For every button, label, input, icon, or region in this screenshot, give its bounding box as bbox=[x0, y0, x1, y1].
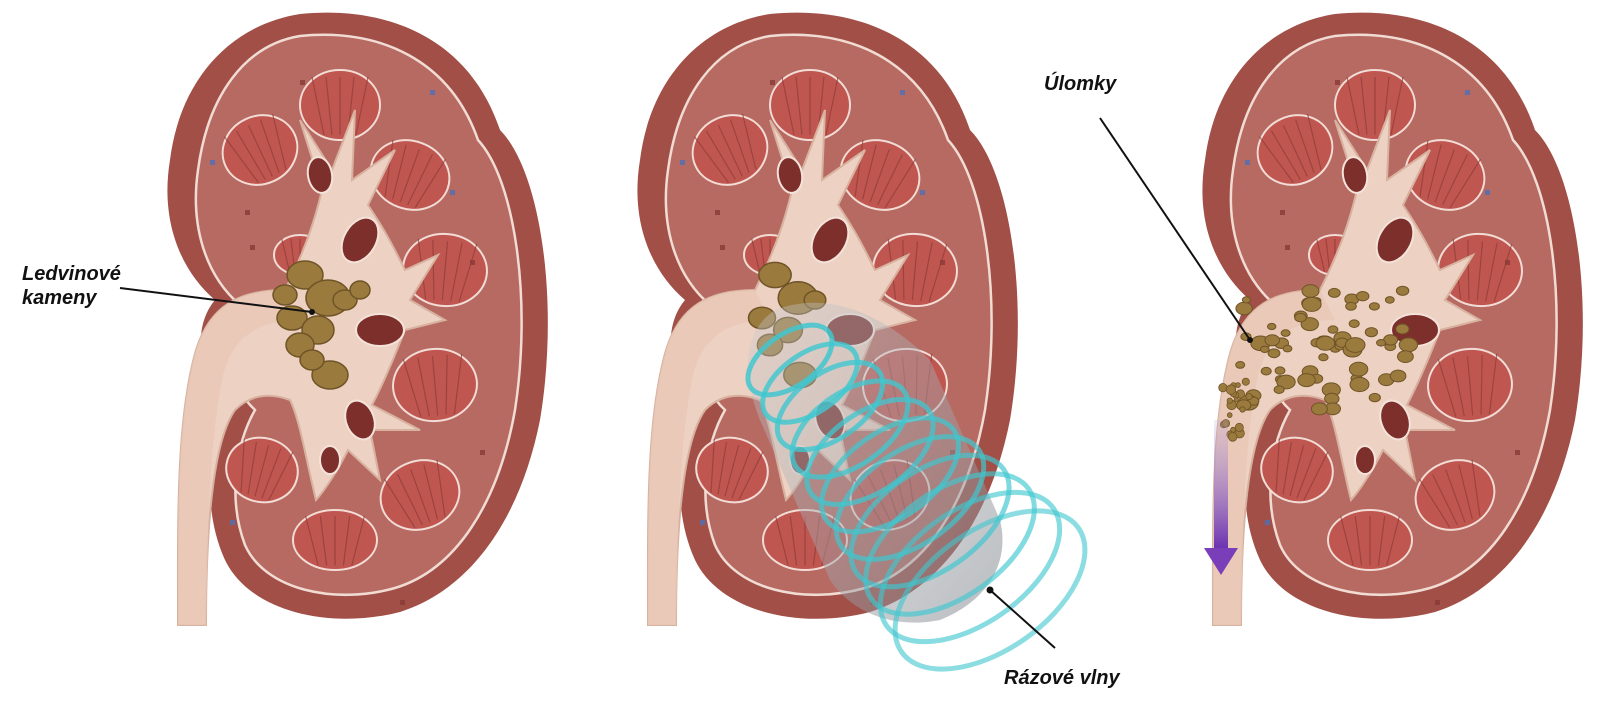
renal-pyramid-middle-1 bbox=[770, 70, 850, 140]
stone-fragment-28 bbox=[1328, 288, 1340, 297]
stone-fragment-6 bbox=[1275, 367, 1285, 374]
stone-fragment-38 bbox=[1274, 386, 1284, 394]
stone-fragment-43 bbox=[1295, 313, 1307, 322]
stone-fragment-66 bbox=[1311, 403, 1327, 415]
stone-fragment-39 bbox=[1242, 297, 1250, 303]
stone-fragment-67 bbox=[1261, 367, 1271, 375]
renal-pyramid-left-7 bbox=[293, 510, 377, 570]
renal-pyramid-right-1 bbox=[1335, 70, 1415, 140]
ureter-fragment-12 bbox=[1242, 378, 1249, 385]
ureter-fragment-7 bbox=[1234, 398, 1238, 402]
calyx-opening-right-5 bbox=[1355, 446, 1375, 474]
kidney-fragments-icon bbox=[1202, 13, 1582, 625]
kidney-stone-8 bbox=[273, 285, 297, 305]
ureter-fragment-11 bbox=[1219, 383, 1227, 391]
stone-fragment-49 bbox=[1390, 370, 1406, 382]
stone-fragment-41 bbox=[1261, 346, 1270, 352]
ureter-fragment-22 bbox=[1227, 413, 1232, 418]
kidney-stones-label-line-2: kameny bbox=[22, 286, 121, 310]
stone-fragment-64 bbox=[1316, 336, 1335, 350]
stone-fragment-68 bbox=[1268, 349, 1280, 358]
stone-fragment-42 bbox=[1283, 345, 1292, 352]
stone-fragment-33 bbox=[1399, 338, 1417, 352]
renal-pyramid-right-7 bbox=[1328, 510, 1412, 570]
stone-fragment-57 bbox=[1345, 338, 1365, 353]
kidney-stones-label-line-1: Ledvinové bbox=[22, 262, 121, 286]
stone-fragment-59 bbox=[1350, 377, 1369, 391]
kidney-with-stones-icon bbox=[167, 13, 547, 625]
calyx-opening-left-3 bbox=[356, 314, 404, 346]
stone-fragment-44 bbox=[1369, 303, 1379, 310]
stone-fragment-62 bbox=[1398, 351, 1414, 363]
ureter-fragment-21 bbox=[1235, 423, 1243, 431]
stone-fragment-37 bbox=[1349, 362, 1367, 376]
stone-fragment-35 bbox=[1369, 393, 1380, 401]
shock-waves-label: Rázové vlny bbox=[1004, 666, 1120, 690]
stone-fragment-47 bbox=[1302, 285, 1319, 298]
target-stone-1 bbox=[759, 262, 791, 287]
stone-fragment-63 bbox=[1298, 374, 1315, 387]
ureter-fragment-16 bbox=[1228, 432, 1237, 441]
fragments-label: Úlomky bbox=[1044, 72, 1116, 96]
stone-fragment-10 bbox=[1265, 335, 1280, 346]
kidney-stone-10 bbox=[300, 350, 324, 370]
renal-pyramid-left-1 bbox=[300, 70, 380, 140]
stone-fragment-18 bbox=[1346, 302, 1357, 310]
flow-arrow-shaft bbox=[1214, 420, 1228, 550]
stone-fragment-14 bbox=[1365, 328, 1377, 337]
stone-fragment-11 bbox=[1349, 320, 1359, 328]
ureter-fragment-14 bbox=[1240, 407, 1245, 412]
stone-fragment-65 bbox=[1357, 292, 1369, 301]
kidney-stone-9 bbox=[350, 281, 370, 299]
stone-fragment-31 bbox=[1396, 286, 1408, 295]
stone-fragment-50 bbox=[1281, 330, 1290, 337]
stone-fragment-1 bbox=[1319, 354, 1328, 361]
ureter-fragment-19 bbox=[1246, 394, 1252, 400]
stone-fragment-36 bbox=[1236, 302, 1252, 314]
stone-fragment-55 bbox=[1302, 297, 1321, 311]
calyx-opening-left-5 bbox=[320, 446, 340, 474]
stone-fragment-45 bbox=[1236, 362, 1245, 369]
ureter-fragment-20 bbox=[1226, 385, 1236, 395]
stone-fragment-51 bbox=[1385, 297, 1394, 304]
ureter-fragment-13 bbox=[1227, 398, 1232, 403]
stone-fragment-13 bbox=[1328, 326, 1338, 333]
stone-fragment-52 bbox=[1268, 323, 1276, 329]
stone-fragment-21 bbox=[1396, 324, 1409, 334]
stone-fragment-61 bbox=[1377, 340, 1386, 347]
kidney-stones-label: Ledvinové kameny bbox=[22, 262, 121, 310]
